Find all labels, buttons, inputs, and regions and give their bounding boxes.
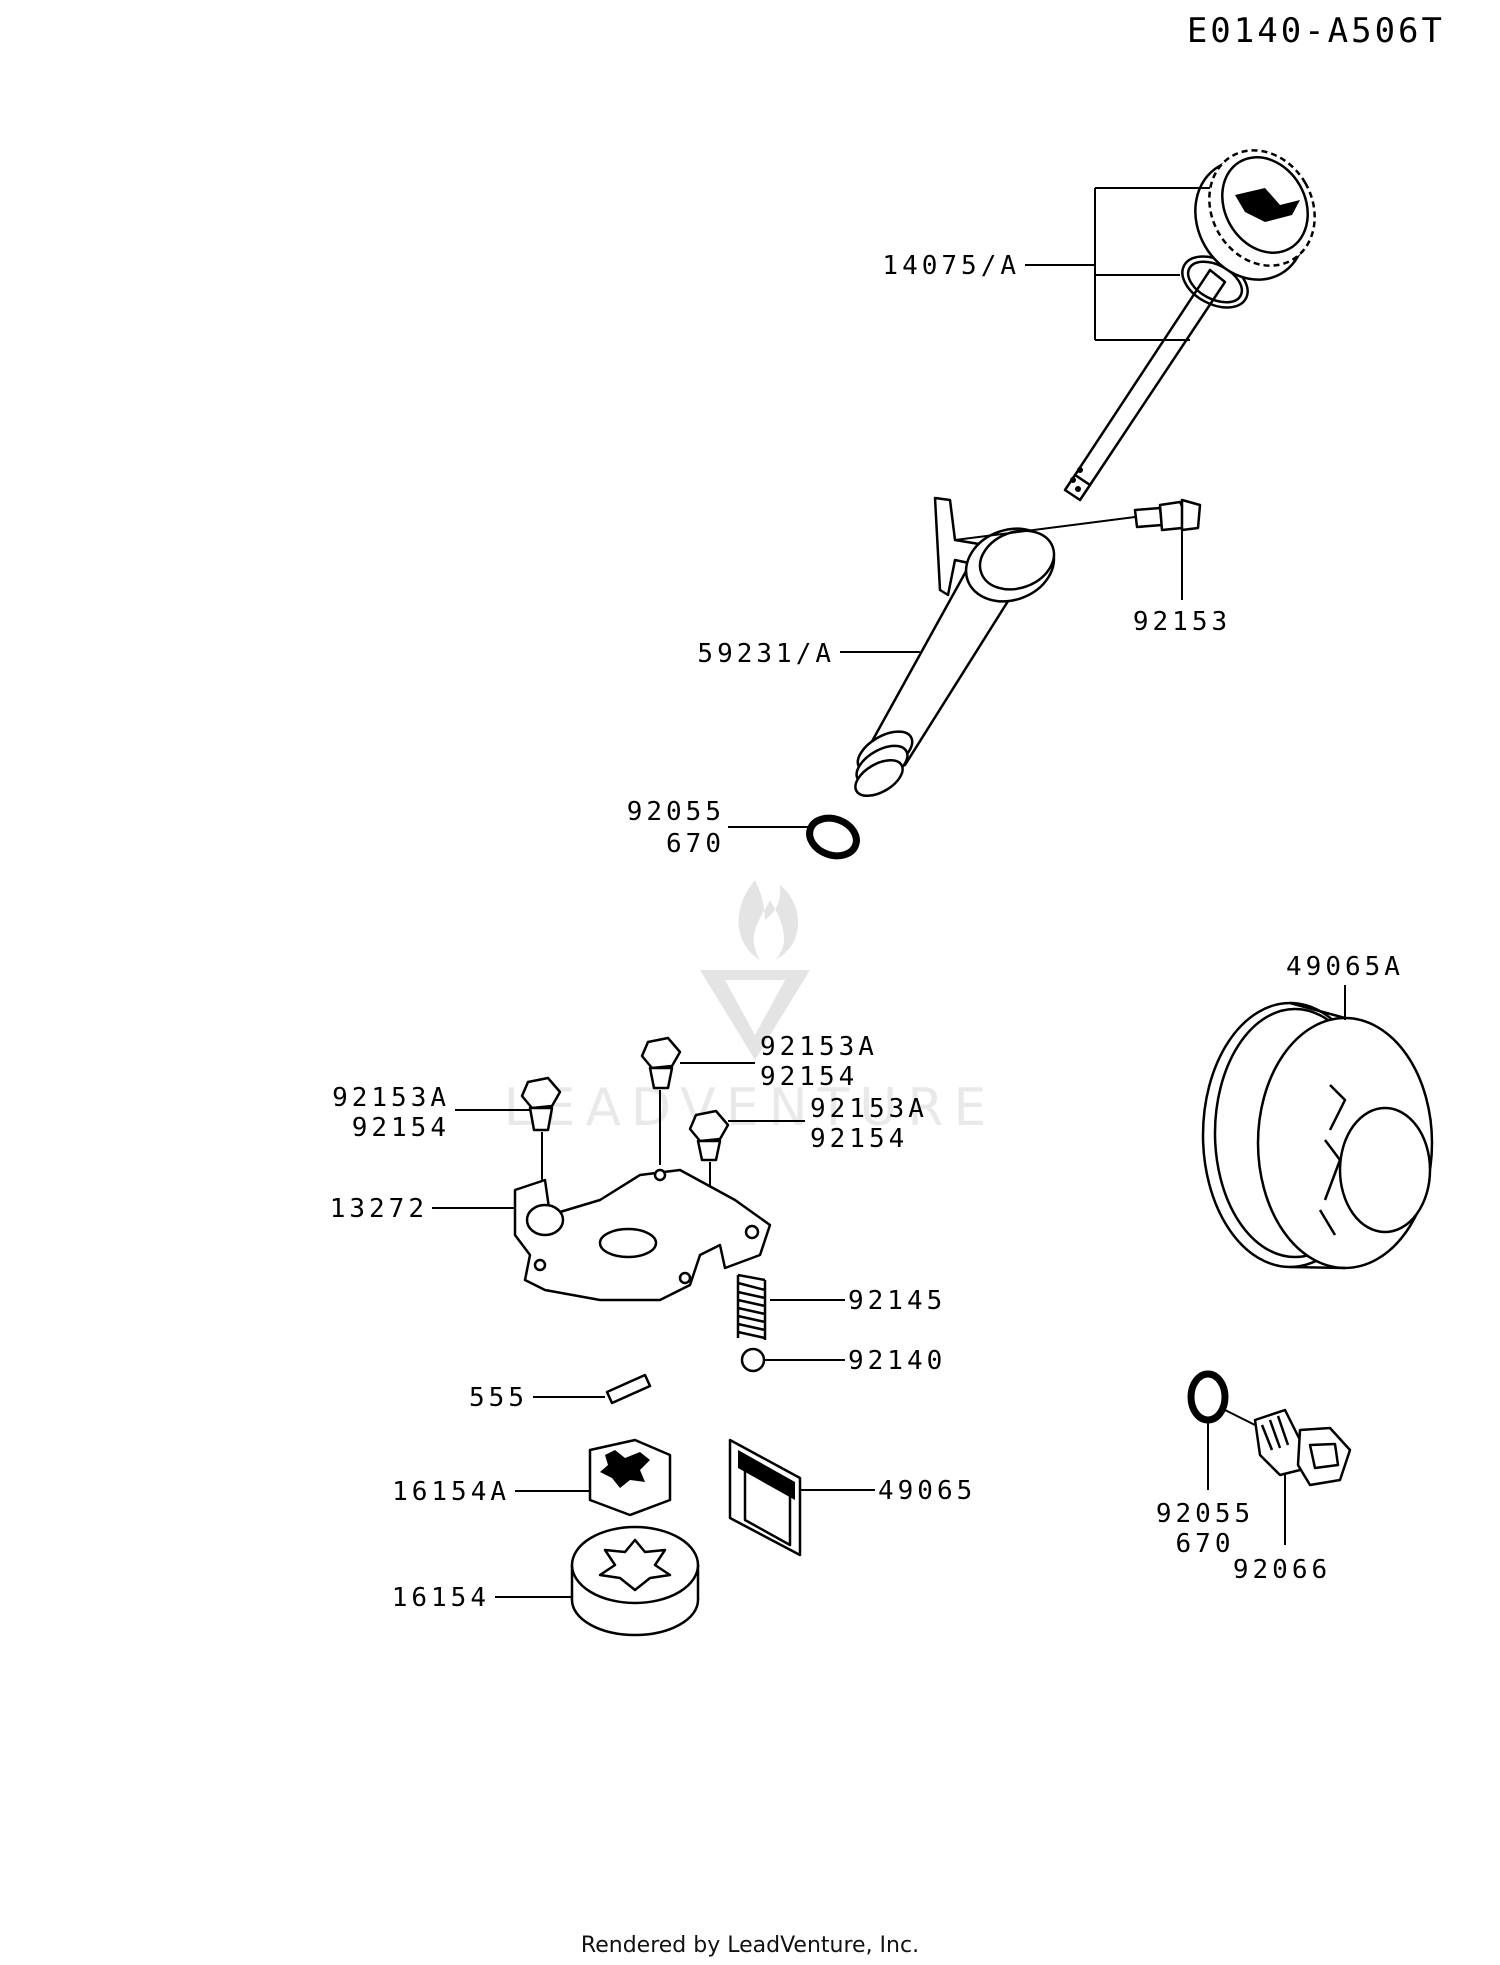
callout-oil-filter[interactable]: 49065A [1286,952,1404,982]
callout-outer-rotor[interactable]: 16154 [392,1583,490,1613]
callout-tube-oring-b[interactable]: 670 [666,829,725,859]
pin-part[interactable] [605,1373,652,1405]
leader-dipstick [1025,187,1210,341]
footer-credit: Rendered by LeadVenture, Inc. [581,1933,919,1958]
filler-tube-part[interactable] [849,496,1064,803]
spring-part[interactable] [736,1273,767,1340]
bolt-mid-part[interactable] [640,1036,682,1090]
oil-filter-part[interactable] [1201,1001,1434,1270]
leader-bolt-mid [659,1062,755,1165]
callout-filler-tube[interactable]: 59231/A [697,639,835,669]
dipstick-part[interactable] [1063,131,1335,502]
callout-dipstick[interactable]: 14075/A [882,251,1020,281]
watermark-logo: LEADVENTURE [504,880,997,1138]
callout-drain-oring-b[interactable]: 670 [1176,1529,1235,1559]
callout-drain-oring-a[interactable]: 92055 [1156,1499,1254,1529]
leader-tube-bolt [954,516,1183,600]
outer-rotor-part[interactable] [570,1525,700,1637]
diagram-code: E0140-A506T [1187,11,1445,51]
screen-part[interactable] [728,1438,802,1557]
ball-part[interactable] [740,1347,766,1373]
callout-screen[interactable]: 49065 [878,1476,976,1506]
drain-oring-part[interactable] [1187,1370,1229,1424]
callout-bolt-left-b[interactable]: 92154 [352,1113,450,1143]
callout-ball[interactable]: 92140 [848,1346,946,1376]
callout-bolt-mid-b[interactable]: 92154 [760,1062,858,1092]
tube-oring-part[interactable] [804,812,861,862]
callout-drain-plug[interactable]: 92066 [1233,1555,1331,1585]
callout-spring[interactable]: 92145 [848,1286,946,1316]
inner-rotor-part[interactable] [588,1438,672,1517]
callout-bolt-mid-a[interactable]: 92153A [760,1032,878,1062]
tube-bolt-part[interactable] [1133,498,1202,532]
drain-plug-part[interactable] [1224,1408,1352,1487]
callout-bolt-right-a[interactable]: 92153A [810,1094,928,1124]
bolt-right-part[interactable] [688,1109,730,1162]
callout-tube-oring-a[interactable]: 92055 [627,797,725,827]
plate-part[interactable] [513,1168,772,1302]
callout-inner-rotor[interactable]: 16154A [392,1477,510,1507]
callout-bolt-left-a[interactable]: 92153A [332,1083,450,1113]
callout-tube-bolt[interactable]: 92153 [1133,607,1231,637]
callout-pin[interactable]: 555 [469,1383,528,1413]
bolt-left-part[interactable] [520,1076,562,1132]
callout-plate[interactable]: 13272 [330,1194,428,1224]
callout-bolt-right-b[interactable]: 92154 [810,1124,908,1154]
watermark-text: LEADVENTURE [504,1078,997,1138]
